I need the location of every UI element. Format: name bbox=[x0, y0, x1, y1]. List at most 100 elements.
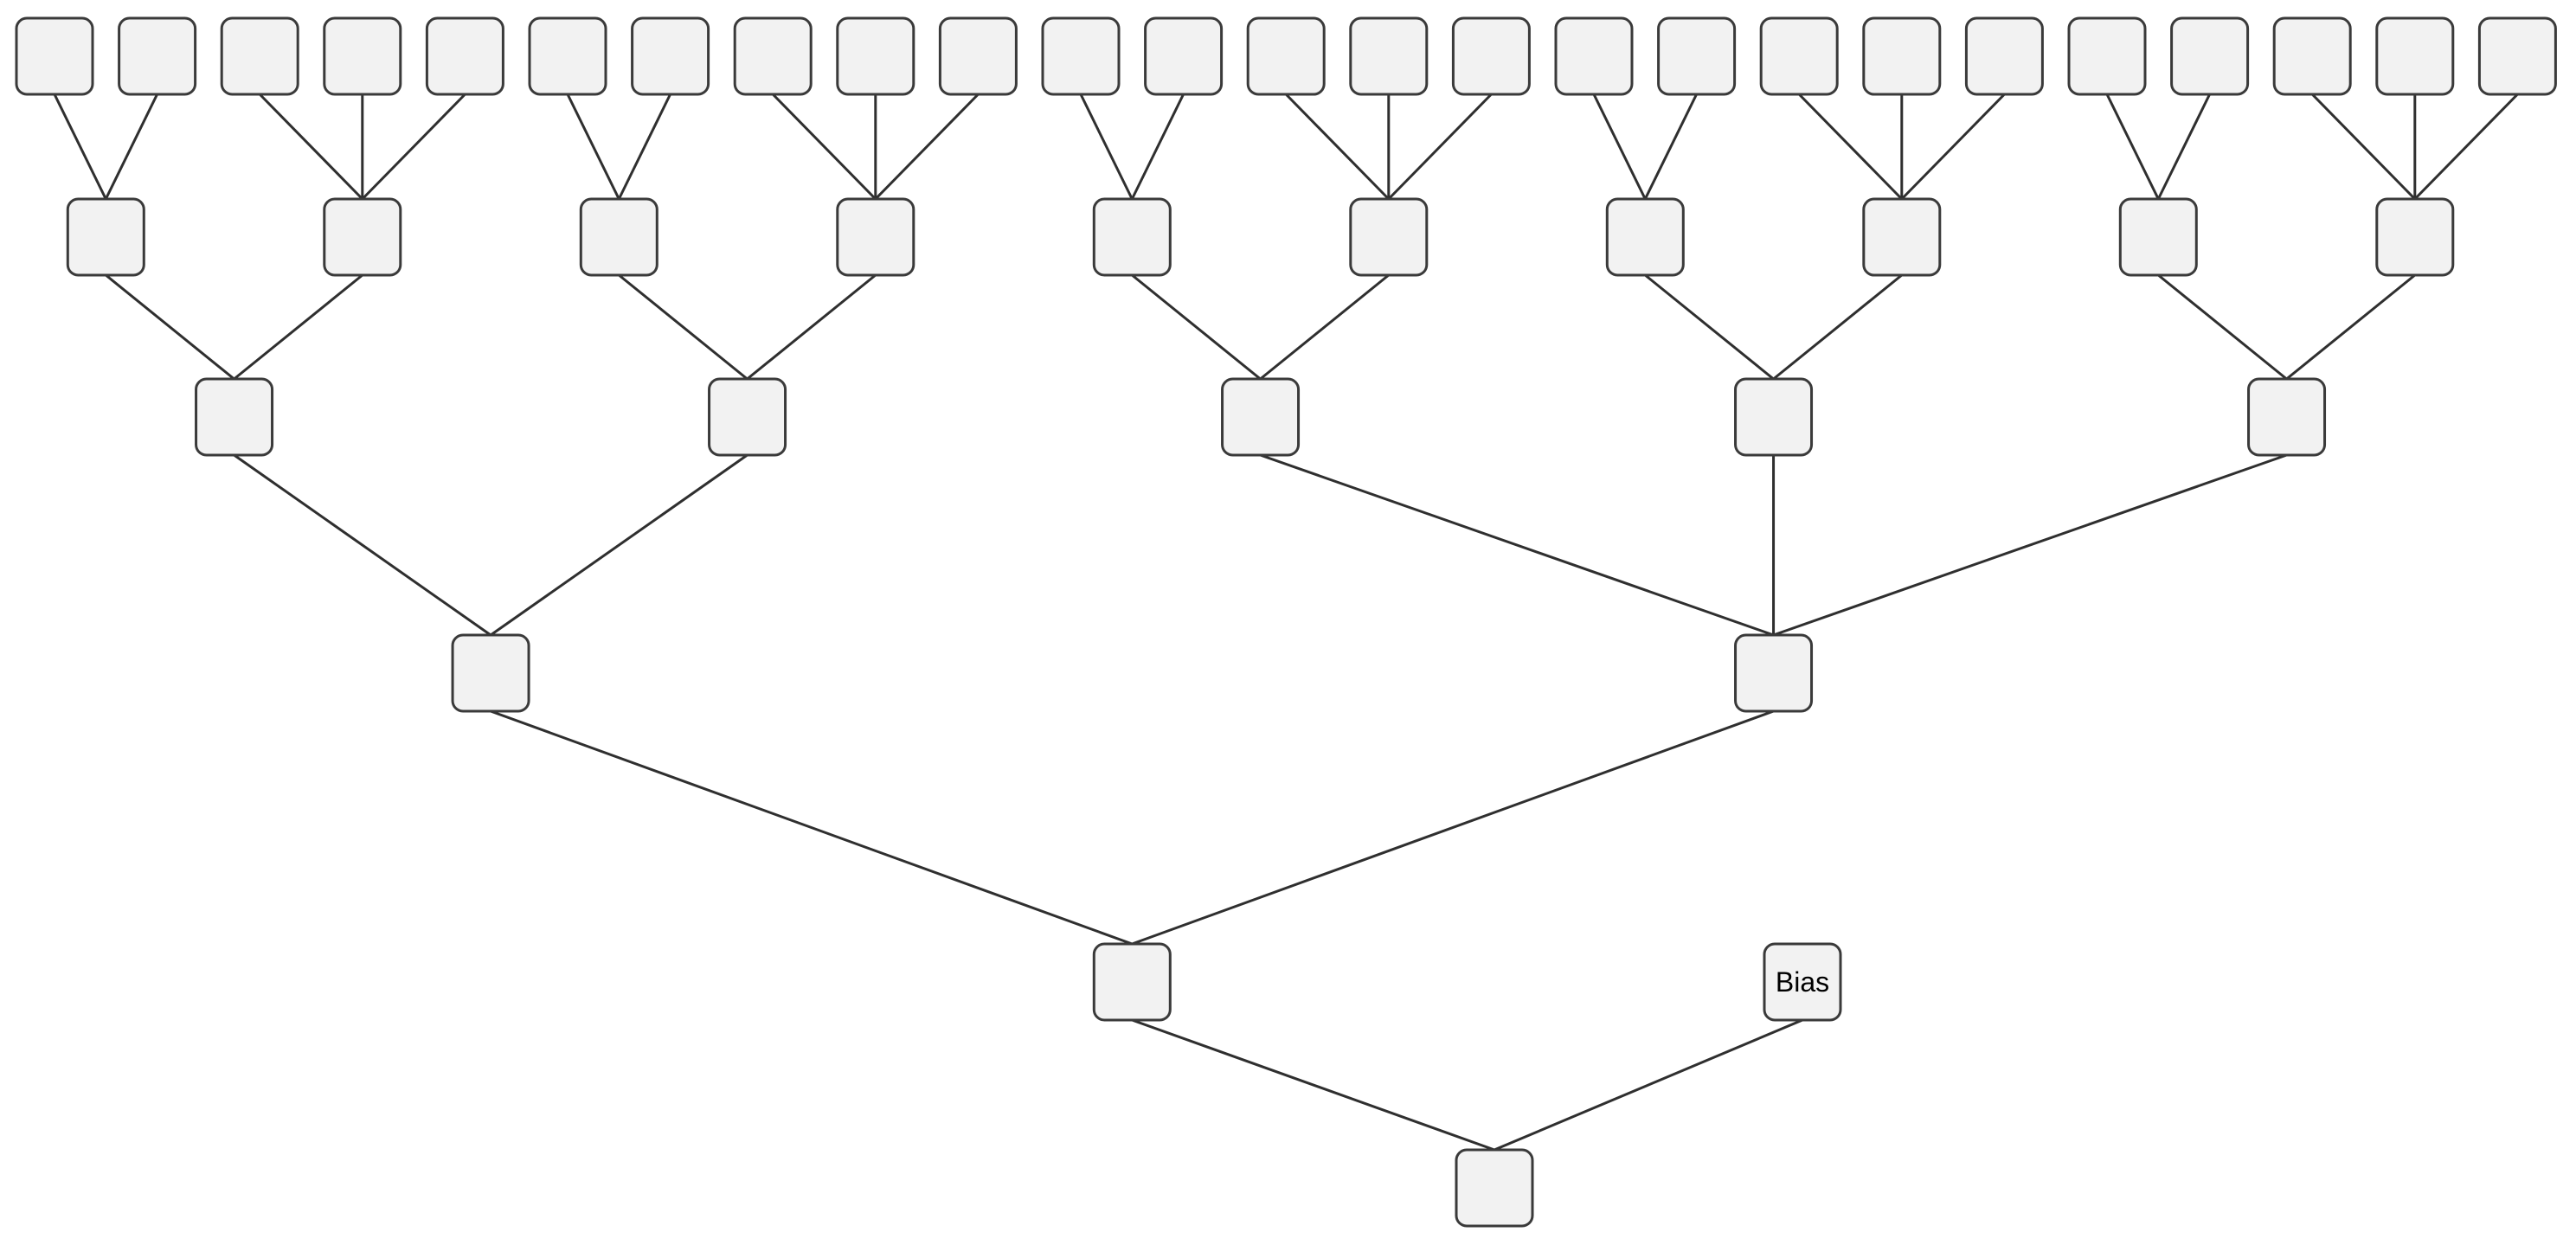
node-box bbox=[425, 16, 504, 96]
node-box bbox=[836, 16, 915, 96]
leaf-node bbox=[2067, 16, 2147, 96]
leaf-node bbox=[1657, 16, 1737, 96]
node-box bbox=[2247, 377, 2327, 457]
leaf-node bbox=[1964, 16, 2044, 96]
tree-edge bbox=[1131, 1018, 1495, 1152]
tree-edge bbox=[1900, 93, 2006, 201]
tree-edge bbox=[1131, 709, 1775, 946]
tree-edge bbox=[233, 273, 363, 381]
node-label: Bias bbox=[1776, 966, 1829, 998]
node-box bbox=[1349, 16, 1429, 96]
node-box bbox=[2170, 16, 2250, 96]
node-box bbox=[836, 197, 915, 277]
leaf-node bbox=[118, 16, 197, 96]
node-box bbox=[1605, 197, 1685, 277]
leaf-node bbox=[528, 16, 607, 96]
leaf-node bbox=[1862, 16, 1942, 96]
tree-edge bbox=[2311, 93, 2416, 201]
leaf-node bbox=[1349, 16, 1429, 96]
leaf-node bbox=[1451, 16, 1531, 96]
tree-edge bbox=[874, 93, 980, 201]
internal-node bbox=[836, 197, 915, 277]
node-box bbox=[1964, 16, 2044, 96]
tree-edge bbox=[2285, 273, 2416, 381]
internal-node bbox=[323, 197, 402, 277]
node-box bbox=[2118, 197, 2198, 277]
tree-edge bbox=[490, 709, 1133, 946]
leaf-node bbox=[733, 16, 813, 96]
tree-edge bbox=[1079, 93, 1134, 200]
node-box bbox=[2375, 16, 2455, 96]
leaf-node bbox=[2477, 16, 2557, 96]
tree-edge bbox=[1592, 93, 1647, 200]
internal-node bbox=[579, 197, 658, 277]
node-box bbox=[1092, 942, 1172, 1022]
tree-edge bbox=[1643, 93, 1698, 200]
node-box bbox=[1144, 16, 1224, 96]
node-box bbox=[1759, 16, 1839, 96]
node-box bbox=[733, 16, 813, 96]
internal-node bbox=[66, 197, 145, 277]
internal-node bbox=[451, 633, 530, 713]
tree-edge bbox=[618, 273, 748, 381]
node-box bbox=[1349, 197, 1429, 277]
leaf-node bbox=[220, 16, 299, 96]
tree-edge bbox=[617, 93, 671, 200]
tree-edge bbox=[1387, 93, 1493, 201]
leaf-node bbox=[15, 16, 94, 96]
node-box bbox=[938, 16, 1018, 96]
node-box bbox=[118, 16, 197, 96]
tree-edge bbox=[105, 273, 235, 381]
internal-node bbox=[2118, 197, 2198, 277]
tree-edge bbox=[566, 93, 620, 200]
internal-node bbox=[1605, 197, 1685, 277]
leaf-node bbox=[425, 16, 504, 96]
tree-edge bbox=[1644, 273, 1775, 381]
tree-edge bbox=[1131, 273, 1262, 381]
tree-edge bbox=[746, 273, 877, 381]
tree-edge bbox=[2157, 273, 2288, 381]
node-box bbox=[195, 377, 274, 457]
node-box bbox=[323, 197, 402, 277]
leaf-node bbox=[1759, 16, 1839, 96]
leaf-node bbox=[2170, 16, 2250, 96]
node-layer: Bias bbox=[15, 16, 2557, 1228]
tree-edge bbox=[2105, 93, 2160, 200]
node-box bbox=[2375, 197, 2455, 277]
tree-edge bbox=[233, 453, 491, 637]
node-box bbox=[1734, 633, 1814, 713]
tree-edge bbox=[772, 93, 877, 201]
node-box bbox=[1657, 16, 1737, 96]
node-box bbox=[1221, 377, 1301, 457]
tree-edge bbox=[2413, 93, 2519, 201]
internal-node bbox=[708, 377, 787, 457]
tree-edge bbox=[1130, 93, 1185, 200]
internal-node bbox=[195, 377, 274, 457]
leaf-node bbox=[2272, 16, 2352, 96]
node-box bbox=[1734, 377, 1814, 457]
node-box bbox=[2272, 16, 2352, 96]
leaf-node bbox=[2375, 16, 2455, 96]
node-box bbox=[1451, 16, 1531, 96]
root-node bbox=[1455, 1148, 1534, 1228]
node-box bbox=[66, 197, 145, 277]
node-box bbox=[1763, 942, 1842, 1022]
node-box bbox=[220, 16, 299, 96]
internal-node bbox=[1734, 633, 1814, 713]
tree-edge bbox=[2156, 93, 2211, 200]
tree-edge bbox=[1494, 1018, 1803, 1152]
leaf-node bbox=[836, 16, 915, 96]
tree-edge bbox=[361, 93, 466, 201]
node-box bbox=[708, 377, 787, 457]
internal-node bbox=[1092, 197, 1172, 277]
tree-edge bbox=[53, 93, 107, 200]
node-box bbox=[1246, 16, 1326, 96]
internal-node bbox=[1349, 197, 1429, 277]
node-box bbox=[451, 633, 530, 713]
tree-edge bbox=[1772, 273, 1903, 381]
internal-node bbox=[1734, 377, 1814, 457]
node-box bbox=[528, 16, 607, 96]
tree-edge bbox=[1259, 273, 1390, 381]
leaf-node bbox=[1144, 16, 1224, 96]
